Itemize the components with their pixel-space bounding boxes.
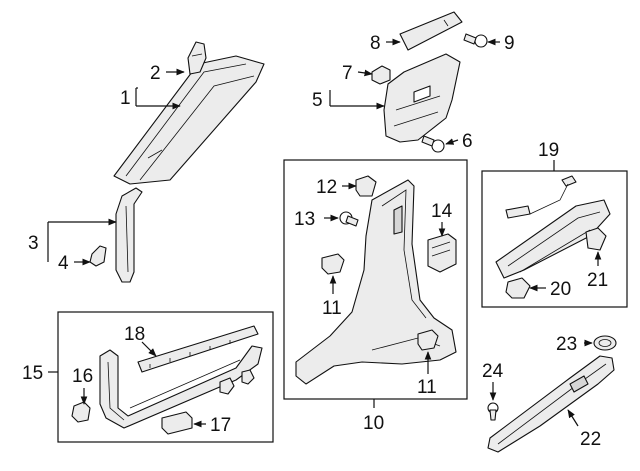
callout-3: 3 <box>28 233 39 254</box>
callout-11-lower: 11 <box>417 377 437 398</box>
part-20-clip <box>505 277 531 299</box>
part-24-screw <box>487 402 499 421</box>
callout-9: 9 <box>504 33 515 54</box>
callout-5: 5 <box>312 90 323 111</box>
part-17-block <box>161 411 193 435</box>
callout-23: 23 <box>556 334 577 355</box>
callout-18: 18 <box>124 324 145 345</box>
part-14-bracket <box>427 233 457 273</box>
callout-8: 8 <box>370 33 381 54</box>
part-10-main-trim <box>295 179 457 385</box>
callout-10: 10 <box>363 413 384 434</box>
part-6-screw <box>421 135 445 153</box>
part-1-pillar-trim <box>113 55 265 185</box>
callout-17: 17 <box>210 415 231 436</box>
callout-13: 13 <box>294 209 315 230</box>
callout-11-upper: 11 <box>322 298 342 319</box>
part-12-clip <box>355 175 377 197</box>
part-22-rail <box>487 355 615 453</box>
group-box-15 <box>57 311 274 443</box>
part-15-small-clips <box>219 369 255 395</box>
callout-4: 4 <box>58 253 69 274</box>
part-8-plate <box>399 11 463 51</box>
part-4-clip <box>89 245 107 267</box>
part-19-cable <box>505 175 577 219</box>
part-3-lower-trim <box>115 187 143 283</box>
part-2-clip <box>187 41 207 75</box>
callout-12: 12 <box>316 177 337 198</box>
part-21-clip <box>585 227 607 251</box>
part-19-sill-panel <box>495 199 611 279</box>
group-box-10 <box>283 159 468 400</box>
part-11-clip-b <box>417 329 439 351</box>
part-7-clip <box>371 65 391 85</box>
callout-21: 21 <box>587 270 608 291</box>
callout-6: 6 <box>462 131 473 152</box>
callout-24: 24 <box>482 361 504 382</box>
callout-20: 20 <box>550 279 571 300</box>
part-13-screw <box>339 211 359 227</box>
callout-15: 15 <box>22 363 43 384</box>
leader-lines <box>47 38 602 428</box>
callout-1: 1 <box>120 88 131 109</box>
part-5-cover <box>383 53 461 143</box>
callout-2: 2 <box>150 63 161 84</box>
part-11-clip-a <box>321 253 345 275</box>
part-9-screw <box>463 33 488 48</box>
part-15-scuff-plate <box>99 345 263 429</box>
callout-16: 16 <box>72 366 93 387</box>
part-16-clip <box>71 401 91 423</box>
callout-labels: 1 2 3 4 5 6 7 8 9 10 11 11 12 13 14 15 1… <box>22 33 608 450</box>
callout-22: 22 <box>580 429 601 450</box>
part-18-strip <box>137 325 259 373</box>
part-23-cap <box>593 335 617 351</box>
callout-7: 7 <box>342 63 353 84</box>
callout-14: 14 <box>431 201 453 222</box>
callout-19: 19 <box>538 140 559 161</box>
